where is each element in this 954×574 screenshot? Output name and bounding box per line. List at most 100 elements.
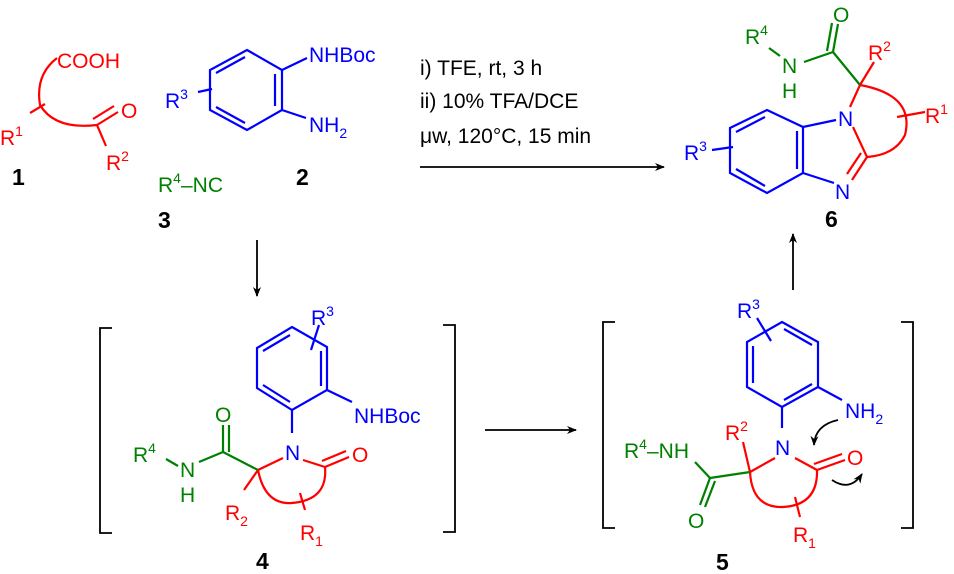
co-double [321,449,347,463]
nhboc-label: NHBoc [309,44,376,67]
n-label: N [285,442,300,465]
r2-label: R2 [225,502,248,529]
cn-bond [803,50,834,64]
r2-bond [741,441,752,473]
c2-n3-double [846,152,862,175]
oxygen-label: O [121,100,137,123]
c2-n3-bond [851,156,868,181]
co-bond [698,477,712,506]
n1-bond [802,118,837,129]
r3-bond [197,87,213,94]
n1-label: N [838,108,853,131]
co-bond [816,458,846,472]
co-bond [324,455,350,469]
nhboc-label: NHBoc [354,405,421,428]
co-double [703,480,717,508]
electron-arrow-attack [810,419,839,446]
benzene-ring [745,320,820,409]
ring-arc [859,83,908,159]
compound-label-1: 1 [12,164,25,190]
oxygen-label: O [833,4,849,27]
r3-label: R3 [737,296,760,323]
left-bracket [99,327,112,534]
cq-n1-bond [848,84,862,108]
reaction-conditions: i) TFE, rt, 3 h ii) 10% TFA/DCE μw, 120°… [420,57,665,171]
compound-4-intermediate: R3 NHBoc N O O N H R4 R2 R1 4 [99,303,456,574]
nh2-bond [281,108,307,120]
double-bond [735,116,766,133]
double-bond [262,334,291,352]
compound-label-2: 2 [296,164,309,190]
compound-label-6: 6 [825,206,838,232]
r4-bond [165,458,179,467]
r2-label: R2 [725,418,748,445]
benzene-ring [728,108,805,195]
nh-n-label: N [180,459,195,482]
compound-label-5: 5 [716,549,729,574]
r2-label: R2 [868,38,891,65]
co-double [813,452,843,466]
r1-bond [896,110,926,119]
condition-line-1: i) TFE, rt, 3 h [420,57,542,80]
r4-nh-label: R4–NH [624,436,689,463]
left-bracket [602,321,615,529]
amide-oxygen-label: O [688,510,704,533]
r3-bond [711,145,734,152]
n3-bond [802,171,835,185]
r1-label: R1 [0,123,23,150]
amide-bond [709,470,751,480]
n-label: N [775,437,790,460]
nhboc-bond [281,57,308,71]
amide-bond [832,51,861,86]
double-bond [783,328,813,346]
r2-bond [95,124,108,147]
isocyanide-label: R4–NC [158,170,223,197]
r2-bond [859,61,875,86]
n-co-bond [794,457,818,471]
compound-3-isocyanide: R4–NC 3 [158,170,223,233]
condition-line-2: ii) 10% TFA/DCE [420,90,578,113]
r2-label: R2 [106,148,129,175]
r3-label: R3 [165,86,188,113]
right-bracket [443,324,456,533]
compound-1-keto-acid: COOH O R1 R2 1 [0,50,137,190]
cq-n-bond [257,457,284,471]
r1-label: R1 [793,524,816,551]
r1-bond [793,496,802,518]
condition-line-3: μw, 120°C, 15 min [420,125,591,148]
nhboc-bond [326,389,353,403]
electron-arrow-carbonyl [831,473,863,486]
lactam-oxygen-label: O [847,447,863,470]
cn-bond [694,461,711,479]
ring-arc [256,466,327,505]
benzene-ring [208,48,284,132]
r3-label: R3 [684,138,707,165]
co-double [825,22,834,52]
r3-bond [756,317,772,342]
double-bond [262,384,291,403]
r3-label: R3 [311,303,334,330]
nh2-bond [817,386,843,401]
double-bond [215,56,246,74]
n3-label: N [835,181,850,204]
compound-5-intermediate: R3 NH2 N O O R4–NH R2 R1 5 [602,296,914,574]
compound-6-benzimidazole: N N O N H R4 R2 R1 R3 6 [684,4,948,232]
r1-label: R1 [925,101,948,128]
r1-bond [29,103,46,114]
r1-label: R1 [300,522,323,549]
lactam-oxygen-label: O [352,444,368,467]
r4-label: R4 [133,440,156,467]
r4-bond [768,47,781,57]
benzene-ring [255,325,329,412]
compound-label-4: 4 [256,548,269,574]
n1-c2-bond [852,126,868,158]
double-bond [735,168,766,187]
nh2-label: NH2 [845,400,883,427]
cn-bond [198,450,224,464]
nh-h-label: H [782,80,797,103]
nh-n-label: N [782,55,797,78]
right-bracket [901,321,914,529]
amide-bond [222,451,259,471]
r3-bond [309,324,321,351]
nh2-label: NH2 [309,114,347,141]
